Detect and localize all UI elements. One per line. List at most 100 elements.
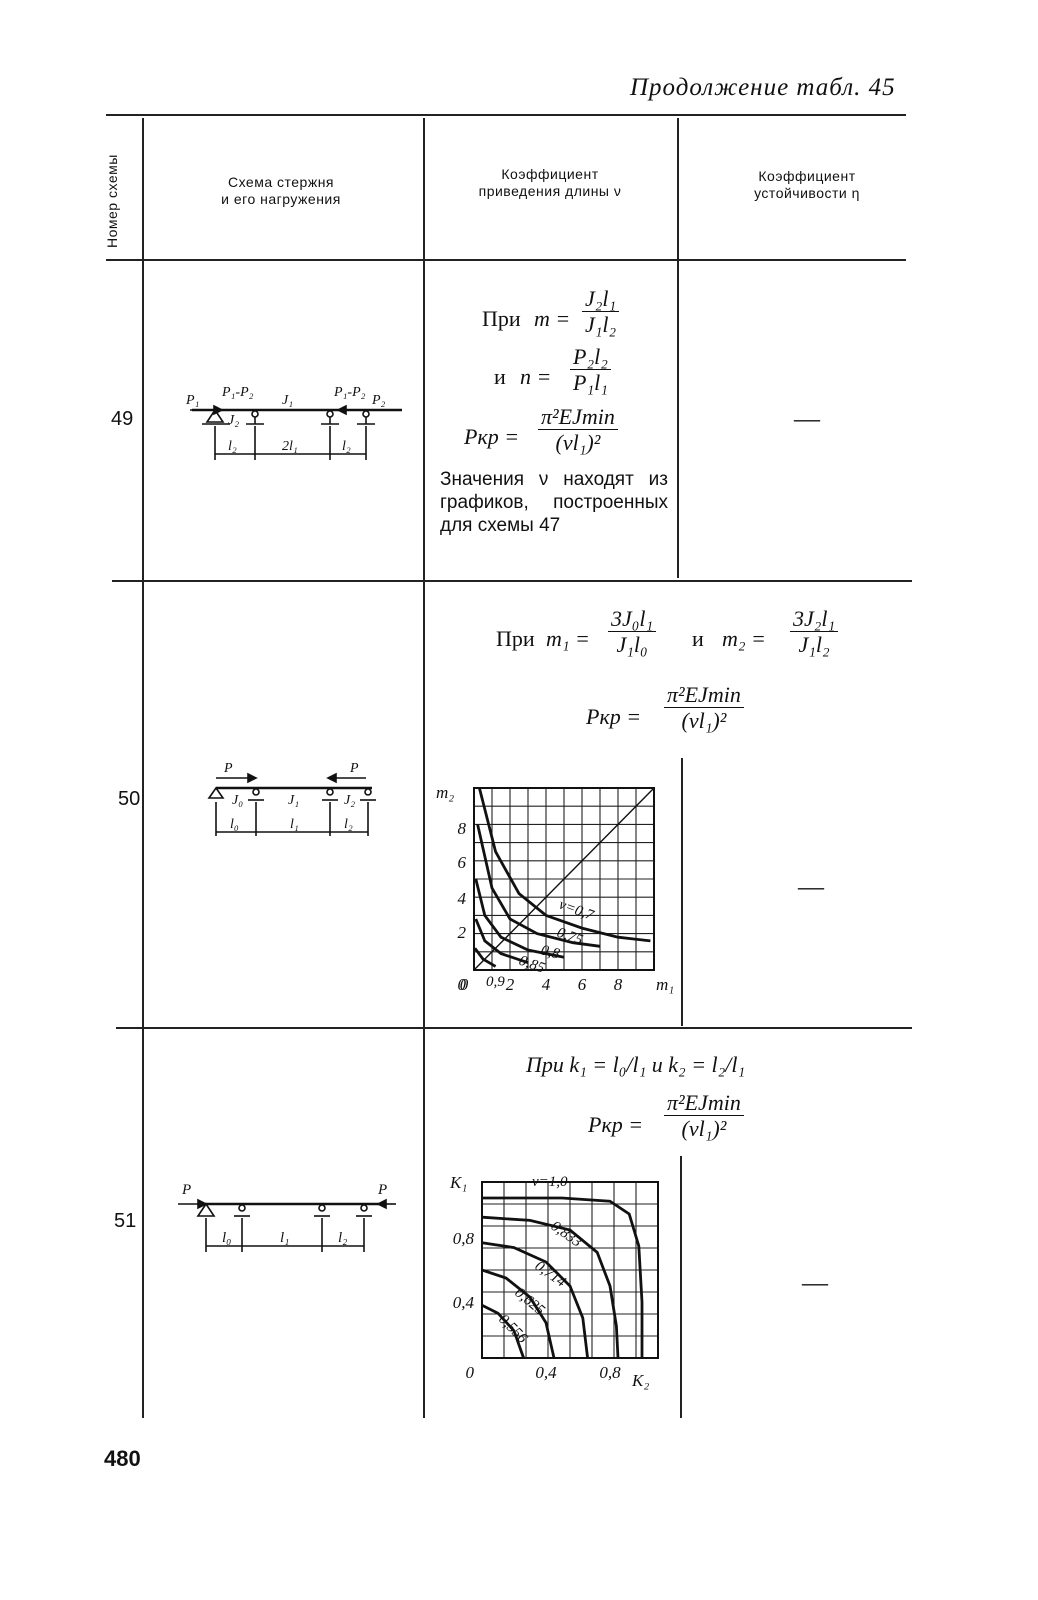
- series-line-2: [481, 1241, 589, 1359]
- label-p-left: P: [181, 1182, 191, 1198]
- x-tick-label: 2: [506, 975, 515, 994]
- row49-pkr-num: π²EJmin: [538, 404, 618, 430]
- y-tick-label: 2: [458, 923, 467, 942]
- scheme-51-diagram: P P l₀ l₁ l₂: [178, 1182, 396, 1252]
- row51-pkr-num: π²EJmin: [664, 1090, 744, 1116]
- scheme-50-diagram: P P J₀ J₁ J₂ l₀ l₁ l₂: [207, 761, 376, 836]
- row50-m1-num: 3J₀l₁: [608, 606, 657, 632]
- table-top-rule: [106, 114, 906, 116]
- row49-pkr-label: Pкр =: [464, 424, 520, 449]
- series-line-3: [481, 1268, 556, 1359]
- row49-m-num: J₂l₁: [582, 286, 620, 312]
- label-j2: J₂: [344, 793, 355, 808]
- series-line-1: [481, 1215, 620, 1359]
- label-p1-p2-left: P₁-P₂: [221, 385, 254, 400]
- row50-eta: —: [798, 872, 824, 901]
- row50-when: При: [496, 626, 535, 651]
- row49-n-fraction: P₂l₂ P₁l₁: [570, 344, 611, 395]
- nu-header-line2: приведения длины ν: [478, 183, 622, 199]
- series-label-2: 0,714: [532, 1258, 569, 1291]
- series-line-4: [481, 1303, 525, 1359]
- number-column-header: Номер схемы: [104, 154, 120, 248]
- column-rule-2: [423, 118, 425, 1418]
- row50-m1-def: m₁ =: [546, 626, 590, 651]
- nu-header-line1: Коэффициент: [501, 166, 599, 182]
- row50-m2-fraction: 3J₂l₁ J₁l₂: [790, 606, 839, 657]
- scheme-header-line1: Схема стержня: [227, 174, 335, 190]
- series-line-3: [474, 918, 529, 965]
- label-j0: J₀: [232, 793, 243, 808]
- series-line-5: [473, 787, 655, 971]
- x-tick-label: 6: [578, 975, 587, 994]
- series-line-4: [473, 947, 497, 968]
- row50-m1-fraction: 3J₀l₁ J₁l₀: [608, 606, 657, 657]
- y-tick-label: 0,4: [453, 1293, 475, 1312]
- y-tick-label: 6: [458, 853, 467, 872]
- series-line-1: [476, 824, 601, 948]
- row-number-51: 51: [114, 1210, 137, 1232]
- label-l0: l₀: [222, 1230, 231, 1246]
- row50-and: и: [692, 626, 704, 651]
- column-rule-3: [677, 118, 679, 578]
- eta-column-header: Коэффициент устойчивости η: [712, 168, 902, 202]
- label-p-right: P: [377, 1182, 387, 1198]
- row50-m2-def: m₂ =: [722, 626, 766, 651]
- series-label-2: 0,8: [539, 942, 562, 962]
- y-axis-label: m₂: [436, 783, 454, 802]
- row49-n-num: P₂l₂: [570, 344, 611, 370]
- label-p-left: P: [223, 761, 233, 776]
- row-number-49: 49: [111, 408, 134, 430]
- row50-pkr-den: (νl₁)²: [681, 708, 727, 733]
- row50-pkr-num: π²EJmin: [664, 682, 744, 708]
- continuation-header: Продолжение табл. 45: [630, 74, 896, 101]
- row50-m2-num: 3J₂l₁: [790, 606, 839, 632]
- label-l1: l₁: [280, 1230, 289, 1246]
- nu-column-header: Коэффициент приведения длины ν: [440, 166, 660, 200]
- row49-eta: —: [794, 404, 820, 433]
- row51-formula: При k₁ = l₀/l₁ и k₂ = l₂/l₁: [526, 1052, 746, 1077]
- x-axis-label: m₁: [656, 975, 674, 994]
- label-2l1: 2l₁: [282, 439, 298, 454]
- series-line-0: [482, 1196, 644, 1358]
- series-label-0: ν=1,0: [532, 1174, 568, 1190]
- label-l2: l₂: [338, 1230, 347, 1246]
- x-tick-label: 0,8: [599, 1363, 621, 1382]
- row-49-bottom-rule: [112, 580, 912, 582]
- header-bottom-rule: [106, 259, 906, 261]
- eta-header-line2: устойчивости η: [754, 185, 860, 201]
- row50-m1-den: J₁l₀: [616, 632, 648, 657]
- row50-pkr-fraction: π²EJmin (νl₁)²: [664, 682, 744, 733]
- column-rule-3b: [681, 758, 683, 1026]
- row49-note: Значения ν находят из графиков, построен…: [440, 469, 668, 536]
- row51-pkr-den: (νl₁)²: [681, 1116, 727, 1141]
- row-number-50: 50: [118, 788, 141, 810]
- label-p2: P₂: [371, 393, 386, 408]
- x-tick-label: 8: [614, 975, 623, 994]
- x-axis-label: K₂: [631, 1371, 649, 1390]
- y-tick-label: 8: [458, 819, 467, 838]
- x-tick-label: 4: [542, 975, 551, 994]
- label-l1: l₁: [290, 817, 299, 832]
- row49-pkr-fraction: π²EJmin (νl₁)²: [538, 404, 618, 455]
- scheme-49-diagram: P₁ P₁-P₂ J₁ P₁-P₂ P₂ J₂ l₂ 2l₁ l₂: [185, 385, 402, 460]
- column-rule-3c: [680, 1156, 682, 1418]
- row49-n-def: n =: [520, 364, 552, 389]
- row50-m2-den: J₁l₂: [798, 632, 830, 657]
- y-tick-label: 4: [458, 889, 467, 908]
- page-number: 480: [104, 1446, 141, 1471]
- series-line-0: [478, 787, 651, 943]
- label-p1-p2-right: P₁-P₂: [333, 385, 366, 400]
- label-j2: J₂: [228, 413, 239, 428]
- scheme-column-header: Схема стержня и его нагружения: [176, 174, 386, 208]
- label-l2-left: l₂: [228, 439, 237, 454]
- row51-eta: —: [802, 1268, 828, 1297]
- row49-when: При: [482, 306, 521, 331]
- row49-m-den: J₁l₂: [585, 312, 617, 337]
- label-j1: J₁: [288, 793, 299, 808]
- row51-pkr-fraction: π²EJmin (νl₁)²: [664, 1090, 744, 1141]
- row49-m-fraction: J₂l₁ J₁l₂: [582, 286, 620, 337]
- y-tick-label: 0: [466, 1363, 475, 1382]
- row49-pkr-den: (νl₁)²: [555, 430, 601, 455]
